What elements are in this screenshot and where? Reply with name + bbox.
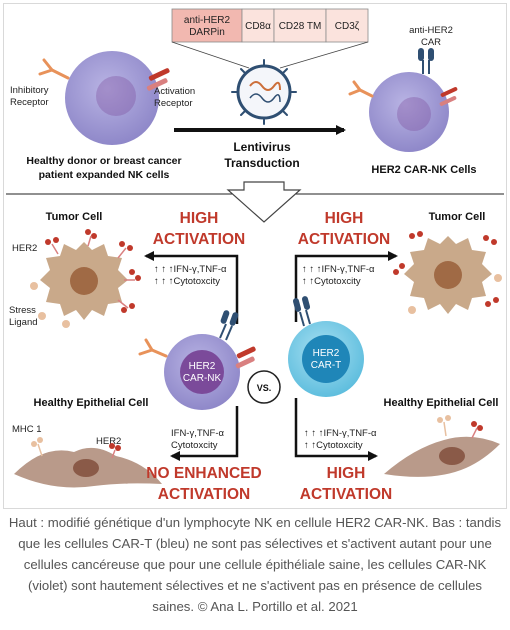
inhibitory-receptor-line2: Receptor <box>10 97 49 108</box>
right-tumor-effect-1: ↑ ↑ ↑IFN-γ,TNF-α <box>302 264 375 275</box>
left-her2-lower-label: HER2 <box>96 436 121 447</box>
car-t-label-line1: HER2 <box>313 348 340 359</box>
right-epithelial-arrow <box>294 398 378 461</box>
lentivirus-icon <box>231 59 297 125</box>
car-receptor-icon <box>219 310 239 341</box>
activation-receptor-line1: Activation <box>154 86 195 97</box>
right-tumor-cell-label: Tumor Cell <box>429 211 486 223</box>
transduction-line1: Lentivirus <box>233 140 291 154</box>
activation-receptor-icon <box>146 68 170 91</box>
left-healthy-effect-2: Cytotoxcity <box>171 440 218 451</box>
car-t-cell <box>288 296 364 397</box>
donor-label-line2: patient expanded NK cells <box>39 169 170 181</box>
construct-segment-cd28 <box>273 8 327 43</box>
right-healthy-epithelial-label: Healthy Epithelial Cell <box>384 397 499 409</box>
left-high-activation-line2: ACTIVATION <box>153 231 245 248</box>
car-nk-cells-label: HER2 CAR-NK Cells <box>371 164 476 176</box>
car-nk-cell-top <box>348 48 458 152</box>
activation-receptor-line2: Receptor <box>154 98 193 109</box>
car-t-receptor-icon <box>292 296 311 327</box>
car-construct: anti-HER2 DARPin CD8α CD28 TM CD3ζ <box>171 8 369 69</box>
stress-ligand-icon <box>30 282 70 328</box>
figure-caption: Haut : modifié génétique d'un lymphocyte… <box>8 515 502 614</box>
anti-her2-car-icon <box>418 48 434 74</box>
construct-segment-cd8 <box>241 8 275 43</box>
inhibitory-receptor-icon <box>38 58 70 80</box>
car-nk-label-line2: CAR-NK <box>183 373 222 384</box>
right-high-activation-line1: HIGH <box>325 210 364 227</box>
tumor-cell-right <box>393 231 502 314</box>
left-tumor-effect-1: ↑ ↑ ↑IFN-γ,TNF-α <box>154 264 227 275</box>
left-epithelial-arrow <box>170 406 239 461</box>
anti-her2-car-line1: anti-HER2 <box>409 25 453 36</box>
epithelial-cell-right <box>384 415 500 477</box>
right-high-activation2-line1: HIGH <box>327 465 366 482</box>
no-enhanced-line2: ACTIVATION <box>158 486 250 503</box>
right-healthy-effect-1: ↑ ↑ ↑IFN-γ,TNF-α <box>304 428 377 439</box>
nk-cell-top <box>38 51 170 145</box>
stress-ligand-line2: Ligand <box>9 317 38 328</box>
anti-her2-car-line2: CAR <box>421 37 441 48</box>
mhc1-label: MHC 1 <box>12 424 42 435</box>
donor-label-line1: Healthy donor or breast cancer <box>26 155 181 167</box>
her2-receptor-icon <box>45 229 141 313</box>
diagram-canvas: anti-HER2 DARPin CD8α CD28 TM CD3ζ <box>6 8 504 503</box>
stress-ligand-line1: Stress <box>9 305 36 316</box>
segment-darpin-line1: anti-HER2 <box>184 15 231 26</box>
inhibitory-receptor-line1: Inhibitory <box>10 85 49 96</box>
left-tumor-cell-label: Tumor Cell <box>46 211 103 223</box>
segment-darpin-line2: DARPin <box>189 27 225 38</box>
left-healthy-epithelial-label: Healthy Epithelial Cell <box>34 397 149 409</box>
car-nk-label-line1: HER2 <box>189 361 216 372</box>
right-healthy-effect-2: ↑ ↑Cytotoxcity <box>304 440 363 451</box>
vs-badge <box>247 370 281 404</box>
down-arrow-icon <box>226 181 302 223</box>
left-tumor-effect-2: ↑ ↑ ↑Cytotoxcity <box>154 276 220 287</box>
left-healthy-effect-1: IFN-γ,TNF-α <box>171 428 224 439</box>
segment-cd8-label: CD8α <box>245 21 271 32</box>
no-enhanced-line1: NO ENHANCED <box>146 465 261 482</box>
mhc1-icon <box>31 437 43 447</box>
tumor-cell-left <box>30 229 141 328</box>
segment-cd3z-label: CD3ζ <box>335 21 360 32</box>
left-high-activation-line1: HIGH <box>180 210 219 227</box>
vs-label: VS. <box>257 383 272 393</box>
construct-segment-darpin <box>171 8 243 43</box>
right-high-activation2-line2: ACTIVATION <box>300 486 392 503</box>
right-high-activation-line2: ACTIVATION <box>298 231 390 248</box>
figure: anti-HER2 DARPin CD8α CD28 TM CD3ζ <box>3 3 507 509</box>
car-t-label-line2: CAR-T <box>311 360 342 371</box>
right-tumor-effect-2: ↑ ↑Cytotoxcity <box>302 276 361 287</box>
segment-cd28-label: CD28 TM <box>279 21 322 32</box>
left-tumor-arrow <box>144 251 239 324</box>
epithelial-cell-left <box>14 437 162 488</box>
construct-segment-cd3z <box>325 8 369 43</box>
transduction-line2: Transduction <box>224 156 299 170</box>
left-her2-label: HER2 <box>12 243 37 254</box>
car-nk-cell-left <box>138 310 256 410</box>
